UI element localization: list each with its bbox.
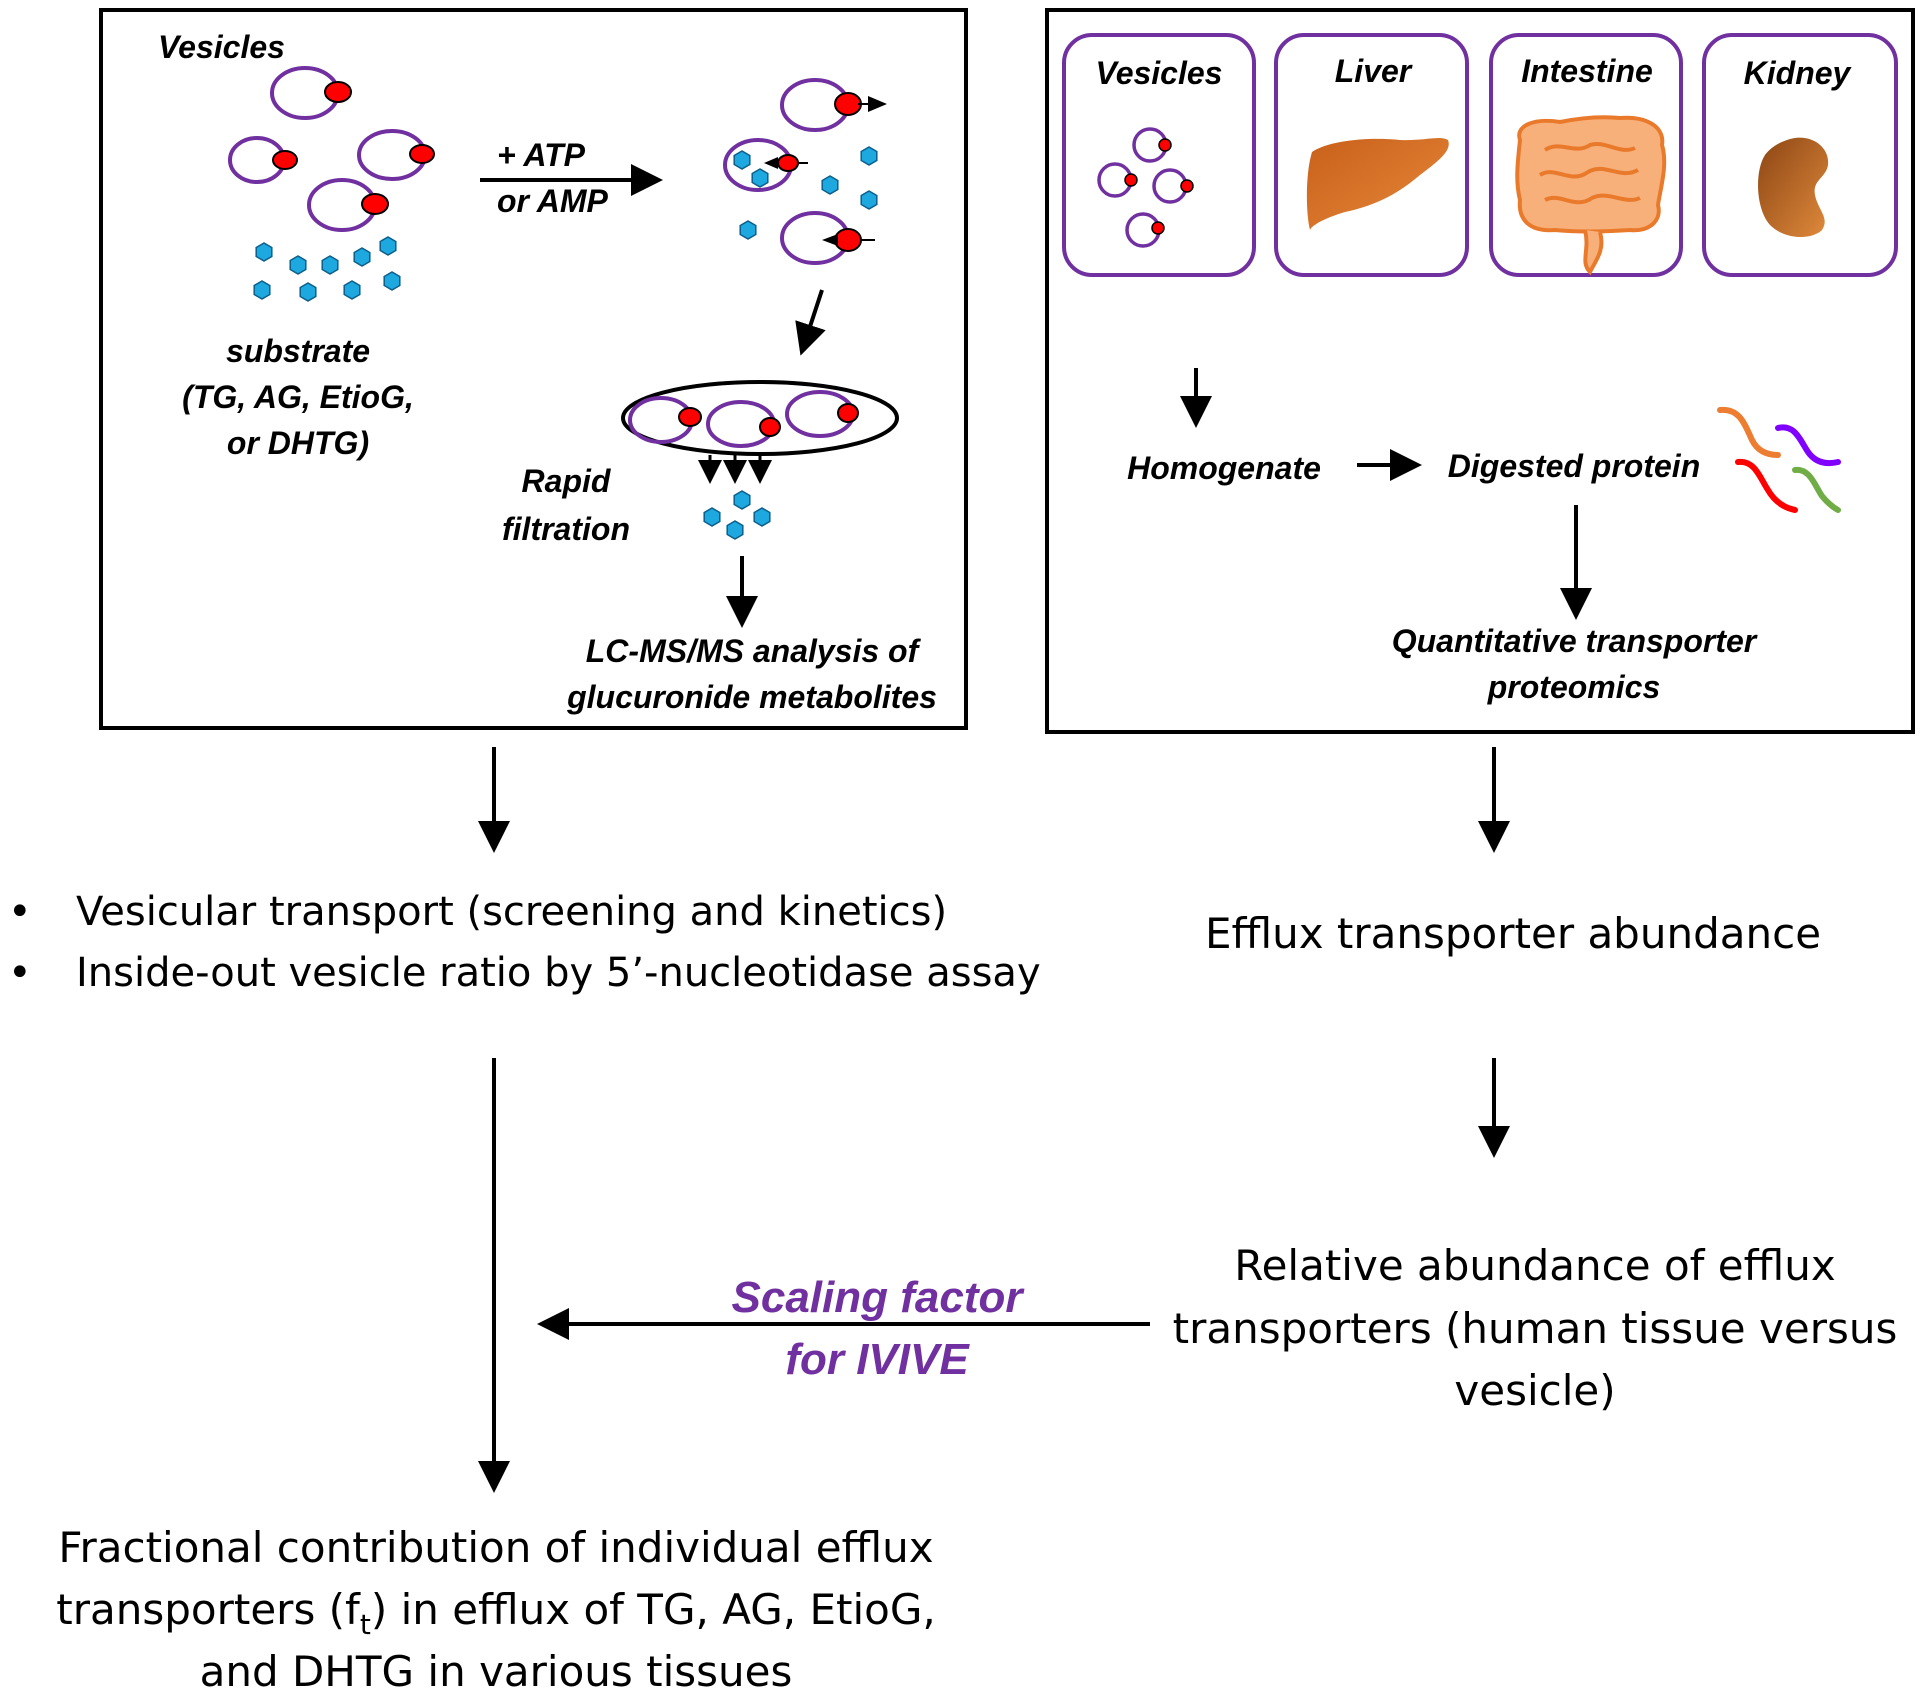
peptide-fragment bbox=[1792, 466, 1841, 513]
tile-kidney-label: Kidney bbox=[1744, 55, 1853, 91]
substrate-label-3: or DHTG) bbox=[227, 425, 369, 461]
tile-vesicles bbox=[1062, 33, 1256, 277]
digested-label: Digested protein bbox=[1448, 448, 1700, 484]
bullet-1-text: Vesicular transport (screening and kinet… bbox=[76, 889, 947, 935]
substrate-hexagon bbox=[253, 280, 271, 300]
efflux-arrow bbox=[868, 96, 887, 112]
relative-abundance-1: Relative abundance of efflux bbox=[1234, 1241, 1835, 1290]
final-line2-sub: t bbox=[360, 1608, 371, 1641]
kidney-icon bbox=[1758, 137, 1829, 237]
transporter-icon bbox=[678, 407, 702, 427]
transporter-icon bbox=[1158, 138, 1172, 152]
substrate-hexagon bbox=[321, 255, 339, 275]
transporter-icon bbox=[834, 228, 862, 252]
vesicle-group-filter bbox=[628, 390, 855, 448]
substrate-label-1: substrate bbox=[226, 333, 370, 369]
tile-vesicles-label: Vesicles bbox=[1096, 55, 1223, 91]
liver-icon bbox=[1306, 137, 1449, 230]
transporter-icon bbox=[837, 403, 859, 423]
substrate-hexagons-filtrate bbox=[703, 490, 771, 540]
transporter-group-initial bbox=[272, 81, 435, 215]
filter-drip-arrows bbox=[698, 455, 772, 484]
substrate-hexagon bbox=[255, 242, 273, 262]
homogenate-label: Homogenate bbox=[1127, 450, 1321, 486]
bullet-2-dot: • bbox=[8, 950, 32, 996]
bullet-2-text: Inside-out vesicle ratio by 5’-nucleotid… bbox=[76, 950, 1041, 996]
substrate-hexagon bbox=[703, 507, 721, 527]
final-output-line-2: transporters (ft) in efflux of TG, AG, E… bbox=[56, 1585, 935, 1641]
transporter-icon bbox=[272, 150, 298, 170]
transporter-icon bbox=[361, 193, 389, 215]
substrate-hexagon bbox=[343, 280, 361, 300]
substrate-hexagon bbox=[751, 168, 769, 188]
to-filtration-arrow bbox=[795, 289, 826, 356]
peptide-fragments-icon bbox=[1717, 406, 1841, 513]
intestine-icon bbox=[1515, 115, 1667, 276]
efflux-arrowheads bbox=[764, 96, 887, 246]
tile-intestine bbox=[1489, 33, 1683, 277]
substrate-hexagon bbox=[379, 236, 397, 256]
proteomics-label-2: proteomics bbox=[1487, 669, 1660, 705]
transporter-icon bbox=[759, 417, 781, 437]
substrate-hexagons bbox=[253, 236, 401, 302]
peptide-fragment bbox=[1717, 406, 1781, 458]
scaling-factor-label-1: Scaling factor bbox=[732, 1273, 1026, 1322]
transporter-icon bbox=[1180, 179, 1194, 193]
transporter-icon bbox=[834, 92, 862, 116]
tile-kidney bbox=[1702, 33, 1898, 277]
final-line2-pre: transporters (f bbox=[56, 1585, 361, 1634]
right-panel-frame bbox=[1045, 8, 1915, 734]
lcms-label-1: LC-MS/MS analysis of bbox=[586, 633, 922, 669]
tile-vesicle-group bbox=[1097, 127, 1188, 248]
filtration-label-1: Rapid bbox=[522, 463, 612, 499]
substrate-hexagon bbox=[860, 146, 878, 166]
left-vesicles-label: Vesicles bbox=[158, 29, 285, 65]
filter-membrane bbox=[621, 380, 899, 456]
substrate-hexagon bbox=[753, 507, 771, 527]
bullet-1-dot: • bbox=[8, 889, 32, 935]
transporter-icon bbox=[777, 154, 799, 172]
substrate-hexagon bbox=[299, 282, 317, 302]
efflux-arrow bbox=[764, 157, 778, 169]
filtration-label-2: filtration bbox=[502, 511, 630, 547]
transporter-icon bbox=[1124, 173, 1138, 187]
proteomics-label-1: Quantitative transporter bbox=[1392, 623, 1758, 659]
peptide-fragment bbox=[1735, 458, 1798, 513]
tile-liver bbox=[1274, 33, 1469, 277]
lcms-label-2: glucuronide metabolites bbox=[566, 679, 937, 715]
substrate-hexagon bbox=[353, 247, 371, 267]
tile-transporter-group bbox=[1124, 138, 1194, 235]
transporter-icon bbox=[409, 144, 435, 164]
substrate-hexagons-after bbox=[733, 146, 878, 240]
relative-abundance-2: transporters (human tissue versus bbox=[1173, 1304, 1898, 1353]
substrate-hexagon bbox=[289, 255, 307, 275]
tile-intestine-label: Intestine bbox=[1521, 53, 1653, 89]
relative-abundance-3: vesicle) bbox=[1454, 1366, 1615, 1415]
scaling-factor-label-2: for IVIVE bbox=[785, 1335, 970, 1384]
substrate-hexagon bbox=[733, 490, 751, 510]
atp-label: + ATP bbox=[497, 137, 586, 173]
transporter-icon bbox=[1151, 221, 1165, 235]
substrate-hexagon bbox=[821, 175, 839, 195]
final-output-line-1: Fractional contribution of individual ef… bbox=[58, 1523, 933, 1572]
final-output-line-3: and DHTG in various tissues bbox=[200, 1647, 793, 1695]
final-line2-post: ) in efflux of TG, AG, EtioG, bbox=[371, 1585, 936, 1634]
abundance-label: Efflux transporter abundance bbox=[1205, 909, 1821, 958]
tile-liver-label: Liver bbox=[1335, 53, 1413, 89]
transporter-icon bbox=[324, 81, 352, 103]
peptide-fragment bbox=[1775, 424, 1841, 467]
left-panel-frame bbox=[99, 8, 968, 730]
substrate-hexagon bbox=[726, 520, 744, 540]
substrate-hexagon bbox=[383, 271, 401, 291]
substrate-hexagon bbox=[860, 190, 878, 210]
amp-label: or AMP bbox=[497, 183, 608, 219]
transporter-group-filter bbox=[678, 403, 859, 437]
substrate-label-2: (TG, AG, EtioG, bbox=[182, 379, 414, 415]
efflux-arrow bbox=[822, 234, 838, 246]
substrate-hexagon bbox=[733, 150, 751, 170]
substrate-hexagon bbox=[739, 220, 757, 240]
